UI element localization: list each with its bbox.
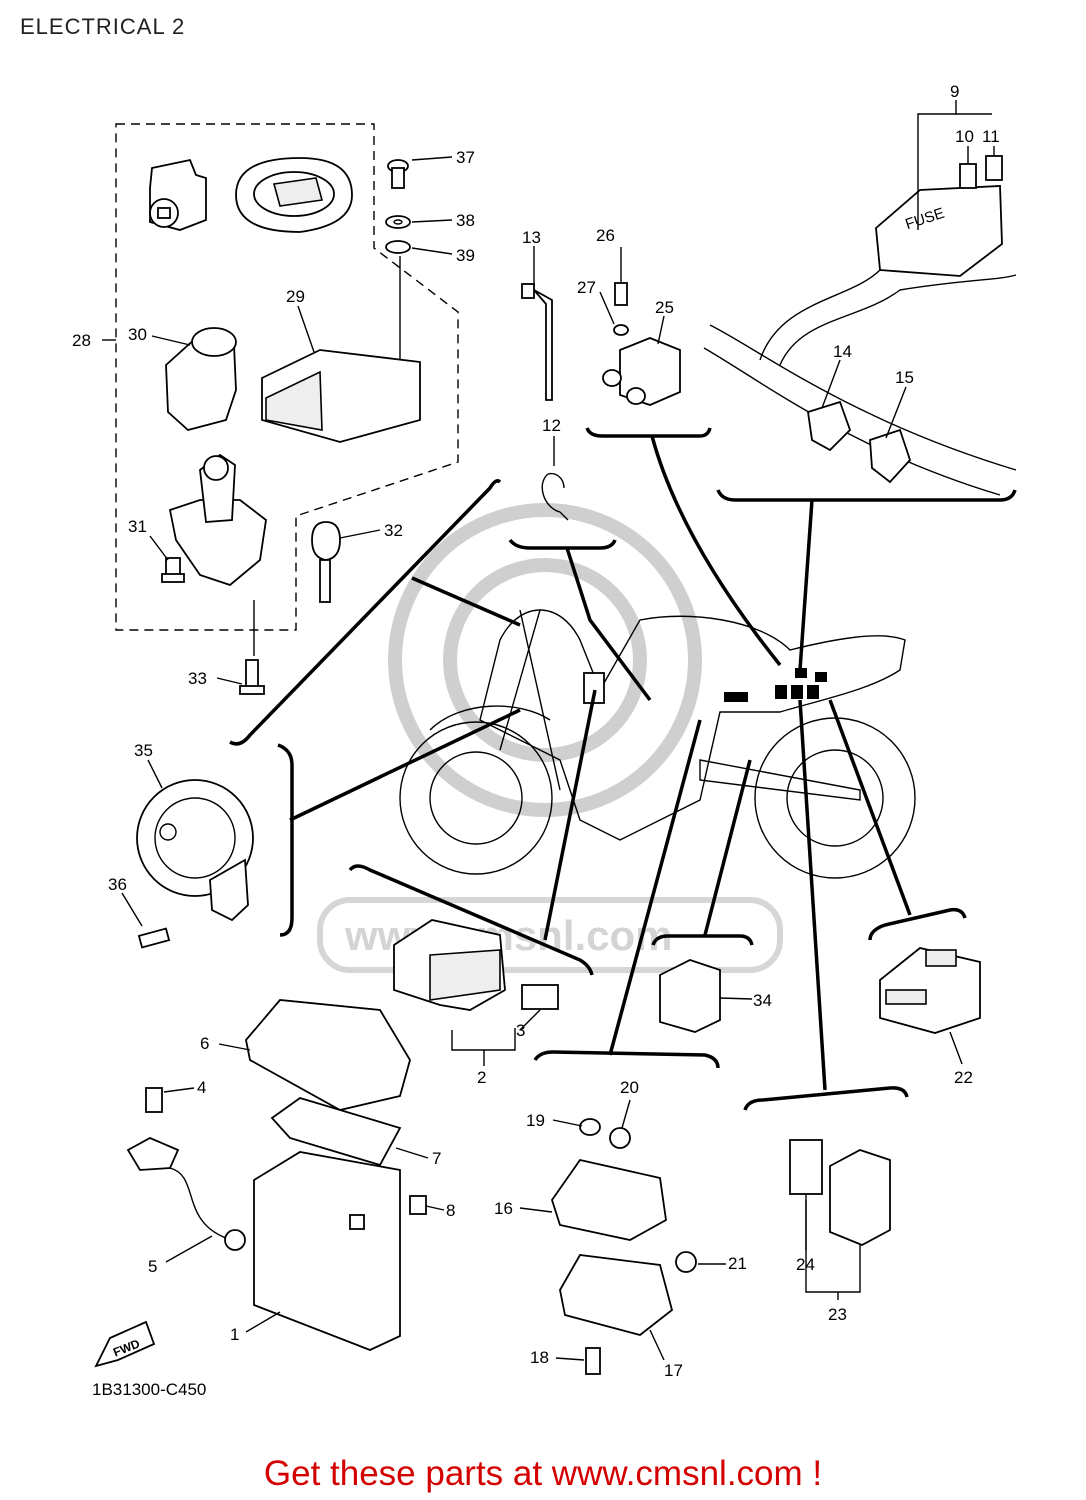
relay-25 bbox=[602, 282, 681, 406]
callout-24: 24 bbox=[796, 1255, 815, 1274]
motorcycle-outline bbox=[399, 609, 916, 879]
ecu-17 bbox=[559, 1254, 674, 1336]
group-brackets bbox=[229, 427, 1017, 1111]
ignition-switch bbox=[165, 327, 267, 587]
callout-22: 22 bbox=[954, 1068, 973, 1087]
washer-38 bbox=[385, 215, 411, 229]
leader-lines bbox=[102, 100, 995, 1361]
callout-13: 13 bbox=[522, 228, 541, 247]
callout-labels: 37 38 39 29 28 30 31 32 33 35 36 13 12 2… bbox=[72, 82, 1000, 1380]
clip-21 bbox=[675, 1251, 697, 1273]
page-title: ELECTRICAL 2 bbox=[20, 14, 186, 39]
main-switch-lock bbox=[149, 158, 207, 231]
callout-36: 36 bbox=[108, 875, 127, 894]
callout-11: 11 bbox=[982, 127, 1000, 146]
callout-35: 35 bbox=[134, 741, 153, 760]
callout-30: 30 bbox=[128, 325, 147, 344]
callout-39: 39 bbox=[456, 246, 475, 265]
bolt-8 bbox=[409, 1195, 427, 1215]
callout-7: 7 bbox=[432, 1149, 441, 1168]
screw-37 bbox=[387, 159, 409, 189]
bolt-31 bbox=[161, 557, 185, 583]
callout-31: 31 bbox=[128, 517, 147, 536]
callout-33: 33 bbox=[188, 669, 207, 688]
bolt-18 bbox=[585, 1347, 601, 1375]
bolt-33 bbox=[239, 659, 265, 695]
callout-2: 2 bbox=[477, 1068, 486, 1087]
callout-25: 25 bbox=[655, 298, 674, 317]
relay-22 bbox=[879, 947, 981, 1034]
callout-15: 15 bbox=[895, 368, 914, 387]
horn-35 bbox=[136, 779, 254, 922]
callout-17: 17 bbox=[664, 1361, 683, 1380]
callout-38: 38 bbox=[456, 211, 475, 230]
bolt-36 bbox=[137, 927, 171, 949]
callout-37: 37 bbox=[456, 148, 475, 167]
promo-link[interactable]: Get these parts at www.cmsnl.com ! bbox=[263, 1454, 823, 1493]
watermark-logo: www.cmsnl.com bbox=[317, 503, 783, 973]
relay-23 bbox=[789, 1139, 891, 1293]
callout-3: 3 bbox=[516, 1021, 525, 1040]
callout-21: 21 bbox=[728, 1254, 747, 1273]
callout-27: 27 bbox=[577, 278, 596, 297]
collar-39 bbox=[385, 240, 411, 254]
callout-4: 4 bbox=[197, 1078, 206, 1097]
callout-20: 20 bbox=[620, 1078, 639, 1097]
starter-relay-2 bbox=[393, 919, 559, 1051]
callout-32: 32 bbox=[384, 521, 403, 540]
battery-1 bbox=[253, 1151, 401, 1351]
bolt-4 bbox=[145, 1087, 163, 1113]
callout-28: 28 bbox=[72, 331, 91, 350]
callout-34: 34 bbox=[753, 991, 772, 1010]
callout-23: 23 bbox=[828, 1305, 847, 1324]
callout-12: 12 bbox=[542, 416, 561, 435]
battery-lead-5 bbox=[126, 1137, 246, 1251]
battery-band-7 bbox=[270, 1097, 402, 1167]
callout-8: 8 bbox=[446, 1201, 455, 1220]
relay-34 bbox=[659, 959, 721, 1033]
callout-10: 10 bbox=[955, 127, 974, 146]
key-32 bbox=[311, 521, 341, 603]
fwd-arrow: FWD bbox=[94, 1320, 156, 1368]
callout-16: 16 bbox=[494, 1199, 513, 1218]
fuel-tank-cap bbox=[235, 157, 353, 233]
ignition-kit-outline bbox=[115, 123, 459, 631]
callout-9: 9 bbox=[950, 82, 959, 101]
callout-14: 14 bbox=[833, 342, 852, 361]
callout-1: 1 bbox=[230, 1325, 239, 1344]
wire-harness-clamps bbox=[703, 324, 1017, 496]
battery-bracket-6 bbox=[245, 999, 411, 1111]
callout-19: 19 bbox=[526, 1111, 545, 1130]
ecu-bracket-16 bbox=[551, 1118, 667, 1241]
cdi-unit bbox=[261, 349, 421, 443]
callout-5: 5 bbox=[148, 1257, 157, 1276]
band-13 bbox=[521, 283, 553, 401]
callout-26: 26 bbox=[596, 226, 615, 245]
callout-6: 6 bbox=[200, 1034, 209, 1053]
callout-29: 29 bbox=[286, 287, 305, 306]
catalog-code: 1B31300-C450 bbox=[92, 1380, 207, 1399]
fuse-box: FUSE bbox=[759, 155, 1017, 366]
callout-18: 18 bbox=[530, 1348, 549, 1367]
